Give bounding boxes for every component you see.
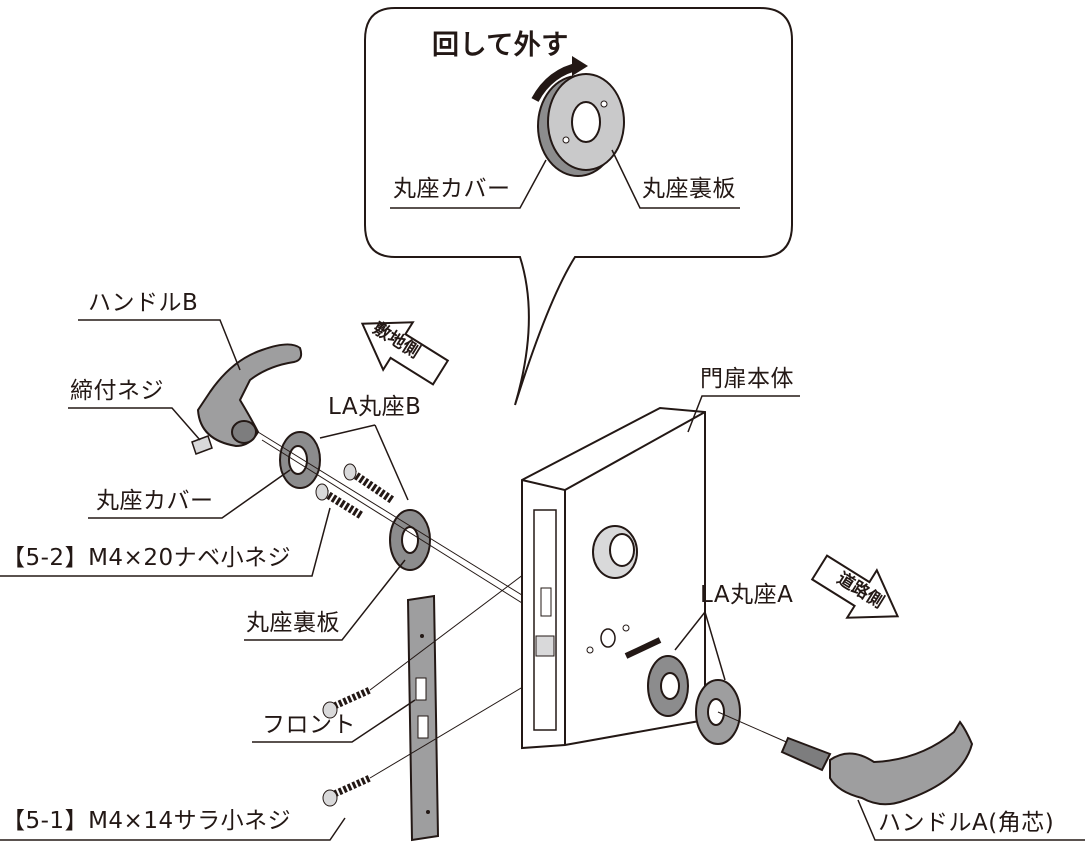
- callout-leader-right: [611, 149, 740, 209]
- label-gate-door-body: 門扉本体: [700, 366, 794, 392]
- callout-rosette: [537, 73, 625, 177]
- callout-leader-left: [390, 159, 547, 209]
- label-handle-b: ハンドルB: [88, 290, 199, 316]
- handle-b-part: [191, 343, 303, 455]
- label-rosette-back-plate: 丸座裏板: [246, 610, 340, 636]
- rotation-arrow-icon: [531, 56, 588, 102]
- label-rosette-cover: 丸座カバー: [96, 488, 214, 514]
- premises-side-arrow-icon: [360, 321, 450, 386]
- callout-label-rosette-back-plate: 丸座裏板: [642, 176, 736, 202]
- callout-bubble: [364, 7, 793, 406]
- rosette-cover-part: [279, 431, 321, 489]
- label-front: フロント: [262, 712, 356, 738]
- callout-label-rosette-cover: 丸座カバー: [393, 176, 511, 202]
- handle-a-part: [717, 711, 974, 806]
- countersunk-screws: [322, 686, 372, 807]
- label-la-rosette-b: LA丸座B: [328, 394, 422, 420]
- label-screw-5-1: 【5-1】M4×14サラ小ネジ: [2, 808, 292, 834]
- label-handle-a: ハンドルA(角芯): [878, 810, 1055, 836]
- label-la-rosette-a: LA丸座A: [700, 582, 794, 608]
- callout-title: 回して外す: [432, 30, 569, 61]
- rosette-back-plate-part: [389, 509, 431, 571]
- front-plate-part: [406, 594, 440, 842]
- label-tightening-screw: 締付ネジ: [70, 378, 164, 404]
- pan-head-screws: [315, 463, 395, 520]
- label-screw-5-2: 【5-2】M4×20ナベ小ネジ: [2, 545, 292, 571]
- road-side-arrow-icon: [810, 554, 900, 619]
